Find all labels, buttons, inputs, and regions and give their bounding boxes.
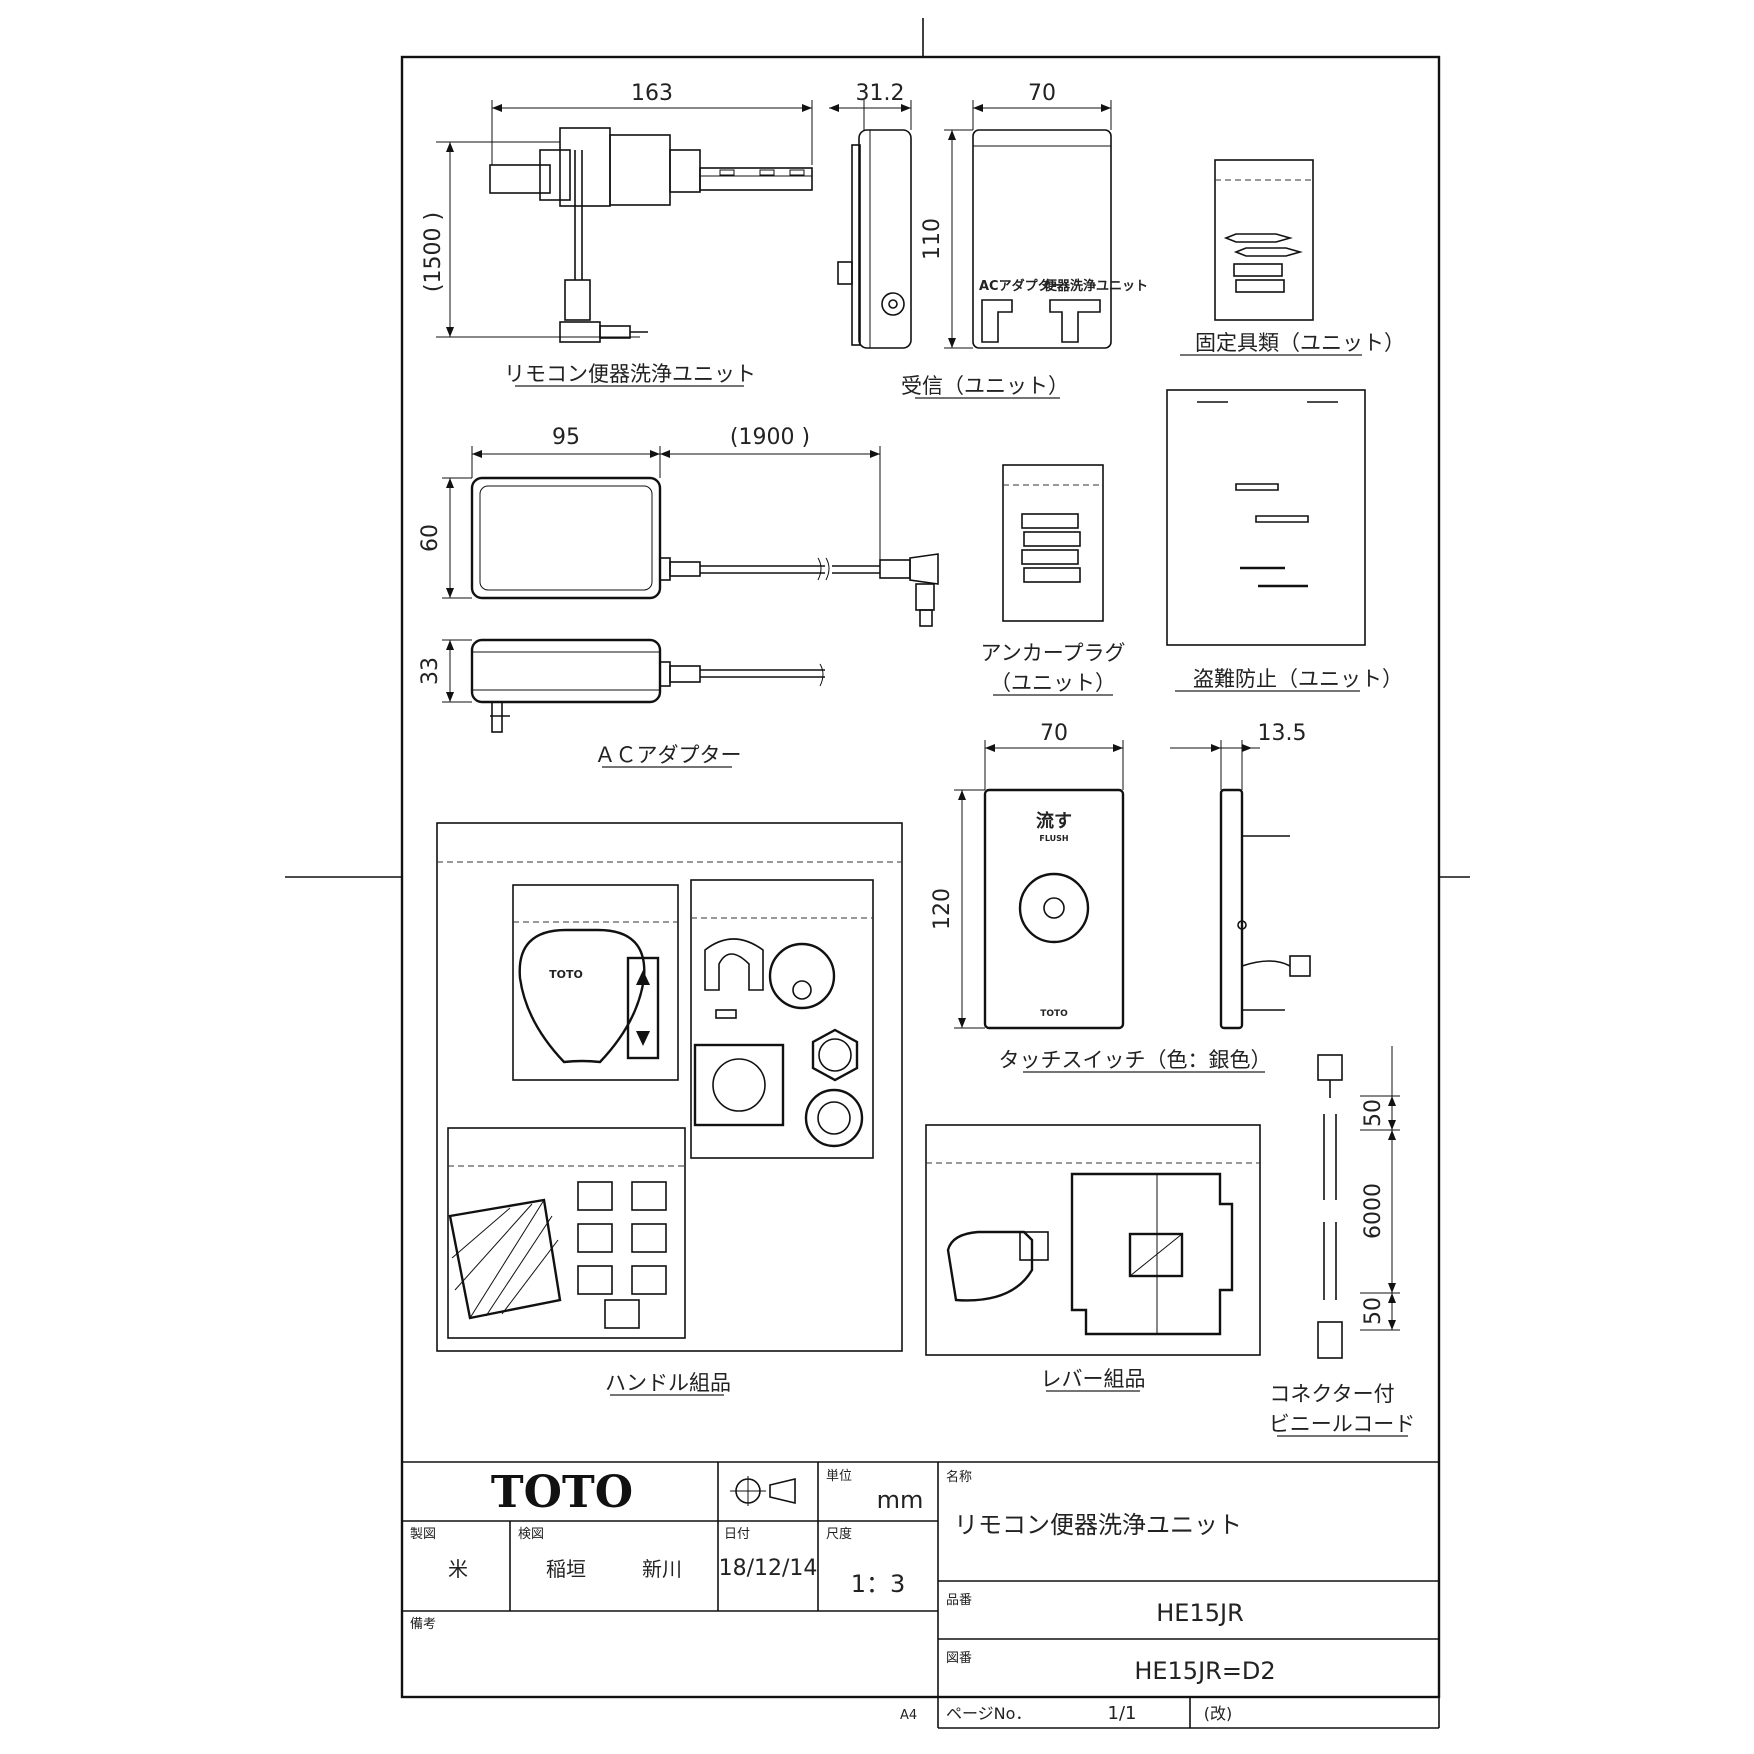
label-ac-adapter: ＡＣアダプター	[595, 743, 742, 767]
tb-checked-value-1: 稲垣	[546, 1557, 586, 1581]
tb-date-value: 18/12/14	[719, 1556, 818, 1581]
receiver-ac-text: ACアダプター	[979, 278, 1064, 294]
tb-page-label: ページNo．	[946, 1704, 1031, 1723]
tb-name-label: 名称	[946, 1469, 972, 1485]
dim-adapter-depth: 33	[418, 657, 443, 685]
title-block	[402, 1461, 1440, 1729]
switch-brand: TOTO	[1040, 1009, 1068, 1019]
switch-flush-jp: 流す	[1036, 810, 1072, 832]
fixings-bag-drawing	[1214, 159, 1314, 321]
label-cord-1: コネクター付	[1269, 1382, 1394, 1406]
label-handle-set: ハンドル組品	[605, 1371, 731, 1395]
label-receiver-unit: 受信（ユニット）	[901, 374, 1069, 398]
tb-remarks-label: 備考	[410, 1616, 436, 1632]
dim-adapter-cord: (1900 )	[730, 425, 810, 450]
dim-adapter-width: 95	[552, 425, 580, 450]
tb-name-value: リモコン便器洗浄ユニット	[954, 1511, 1242, 1539]
tb-unit-value: mm	[877, 1486, 924, 1514]
tb-revision: (改)	[1204, 1704, 1233, 1723]
dim-switch-height: 120	[930, 888, 955, 930]
dim-cord-50-bottom: 50	[1361, 1297, 1386, 1325]
tb-scale-value: 1：3	[851, 1570, 906, 1598]
tb-page-value: 1/1	[1108, 1703, 1137, 1724]
tb-unit-label: 単位	[826, 1468, 852, 1484]
ac-adapter-drawing: 95 (1900 ) 60	[418, 425, 939, 627]
dim-remocon-cord: (1500 )	[421, 212, 446, 292]
dim-receiver-depth: 31.2	[856, 81, 905, 106]
touch-switch-front-drawing: 70 120 流す FLUSH TOTO	[930, 721, 1125, 1030]
ac-adapter-side-drawing: 33	[418, 638, 825, 733]
receiver-side-drawing: 31.2	[829, 81, 912, 349]
label-remocon-unit: リモコン便器洗浄ユニット	[504, 362, 756, 386]
tb-drawing-value: HE15JR=D2	[1134, 1657, 1275, 1685]
tb-part-value: HE15JR	[1156, 1599, 1244, 1627]
receiver-front-drawing: 70 110 ACアダプター 便器洗浄ユニット	[920, 81, 1148, 349]
switch-flush-en: FLUSH	[1039, 834, 1068, 843]
tb-brand: TOTO	[491, 1467, 633, 1518]
drawing-frame	[400, 55, 1441, 1699]
dim-receiver-height: 110	[920, 218, 945, 260]
dim-cord-6000: 6000	[1361, 1183, 1386, 1239]
dim-switch-width: 70	[1040, 721, 1068, 746]
lever-set-drawing	[925, 1124, 1261, 1356]
label-anchor-plug-2: （ユニット）	[990, 671, 1116, 695]
connector-cord-drawing: 50 6000 50	[1317, 1046, 1400, 1359]
tb-drawn-label: 製図	[410, 1527, 436, 1542]
anti-theft-bag-drawing	[1166, 389, 1366, 646]
label-anchor-plug-1: アンカープラグ	[981, 641, 1126, 665]
handle-set-drawing: TOTO	[436, 822, 903, 1352]
label-fixings: 固定具類（ユニット）	[1195, 331, 1405, 355]
dim-adapter-height: 60	[418, 524, 443, 552]
label-lever-set: レバー組品	[1041, 1367, 1146, 1391]
tb-checked-value-2: 新川	[642, 1557, 682, 1581]
anchor-plug-bag-drawing	[1002, 464, 1104, 622]
tb-drawing-label: 図番	[946, 1651, 972, 1666]
dim-cord-50-top: 50	[1361, 1099, 1386, 1127]
tb-scale-label: 尺度	[826, 1526, 852, 1542]
label-touch-switch: タッチスイッチ（色：銀色）	[999, 1048, 1272, 1072]
receiver-unit-text: 便器洗浄ユニット	[1044, 278, 1148, 294]
dim-switch-depth: 13.5	[1258, 721, 1307, 746]
tb-part-label: 品番	[946, 1593, 972, 1608]
touch-switch-side-drawing: 13.5	[1170, 721, 1311, 1030]
label-anti-theft: 盗難防止（ユニット）	[1193, 667, 1403, 691]
dim-remocon-width: 163	[631, 81, 673, 106]
tb-checked-label: 検図	[518, 1527, 544, 1542]
dim-receiver-width: 70	[1028, 81, 1056, 106]
handle-brand: TOTO	[549, 968, 583, 981]
tb-paper-size: A4	[900, 1708, 917, 1723]
tb-drawn-value: 米	[448, 1557, 468, 1581]
tb-date-label: 日付	[724, 1527, 750, 1542]
remocon-unit-drawing: 163 (1500 )	[421, 81, 813, 343]
label-cord-2: ビニールコード	[1269, 1412, 1416, 1436]
